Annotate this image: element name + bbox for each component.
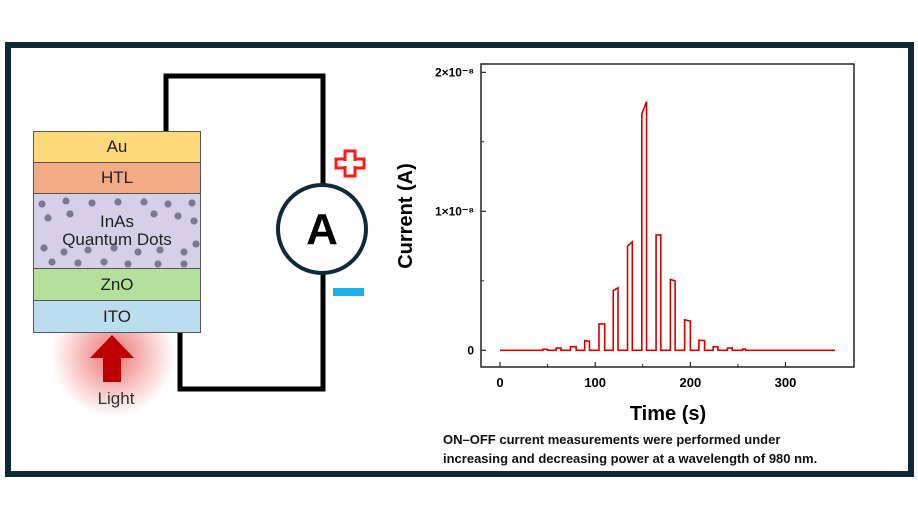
layer-quantum-dots: InAs Quantum Dots bbox=[33, 193, 201, 269]
plot-frame bbox=[480, 63, 855, 368]
plus-icon bbox=[334, 149, 366, 178]
quantum-dot bbox=[156, 246, 164, 254]
quantum-dot bbox=[180, 260, 188, 268]
caption-line-1: ON–OFF current measurements were perform… bbox=[443, 432, 780, 447]
quantum-dot bbox=[84, 246, 92, 254]
y-axis-label: Current (A) bbox=[395, 163, 417, 269]
light-label: Light bbox=[98, 389, 135, 408]
quantum-dot bbox=[188, 199, 196, 207]
layer-htl-label: HTL bbox=[100, 168, 134, 188]
x-axis-label: Time (s) bbox=[630, 403, 706, 425]
quantum-dot bbox=[150, 210, 158, 218]
y-tick-label: 2×10⁻⁸ bbox=[435, 65, 474, 79]
x-tick-label: 100 bbox=[584, 375, 606, 390]
x-tick-label: 200 bbox=[679, 375, 701, 390]
quantum-dot bbox=[40, 244, 48, 252]
quantum-dot bbox=[154, 260, 162, 268]
layer-ito-label: ITO bbox=[102, 306, 132, 326]
quantum-dot bbox=[164, 200, 172, 208]
quantum-dot bbox=[66, 210, 74, 218]
quantum-dot bbox=[134, 248, 142, 256]
layer-quantum-dots-label: InAs Quantum Dots bbox=[62, 212, 172, 249]
x-tick-label: 300 bbox=[775, 375, 797, 390]
layer-au-label: Au bbox=[106, 137, 128, 157]
light-arrow-icon bbox=[90, 335, 134, 382]
quantum-dot bbox=[114, 198, 122, 206]
caption-line-2: increasing and decreasing power at a wav… bbox=[443, 451, 817, 466]
y-tick-label: 0 bbox=[467, 343, 474, 357]
quantum-dot bbox=[190, 217, 198, 225]
ammeter-label: A bbox=[306, 205, 338, 254]
x-tick-label: 0 bbox=[496, 375, 503, 390]
current-trace bbox=[500, 101, 835, 352]
quantum-dot bbox=[74, 259, 82, 267]
quantum-dot bbox=[192, 240, 200, 248]
quantum-dots-pattern bbox=[38, 197, 200, 268]
quantum-dot bbox=[44, 214, 52, 222]
quantum-dot bbox=[174, 212, 182, 220]
quantum-dot bbox=[124, 260, 132, 268]
layer-ito: ITO bbox=[33, 300, 201, 333]
quantum-dot bbox=[88, 199, 96, 207]
quantum-dot bbox=[38, 200, 46, 208]
ammeter: A bbox=[276, 183, 368, 275]
wire-bottom bbox=[177, 272, 326, 392]
quantum-dot bbox=[60, 248, 68, 256]
quantum-dot bbox=[180, 248, 188, 256]
y-tick-label: 1×10⁻⁸ bbox=[435, 204, 474, 218]
quantum-dot bbox=[62, 197, 70, 205]
quantum-dot bbox=[110, 244, 118, 252]
quantum-dot bbox=[140, 198, 148, 206]
quantum-dot bbox=[48, 258, 56, 266]
quantum-dot bbox=[100, 258, 108, 266]
layer-zno-label: ZnO bbox=[100, 274, 134, 294]
minus-icon bbox=[333, 288, 364, 296]
layer-zno: ZnO bbox=[33, 268, 201, 301]
wire-top bbox=[163, 73, 326, 186]
